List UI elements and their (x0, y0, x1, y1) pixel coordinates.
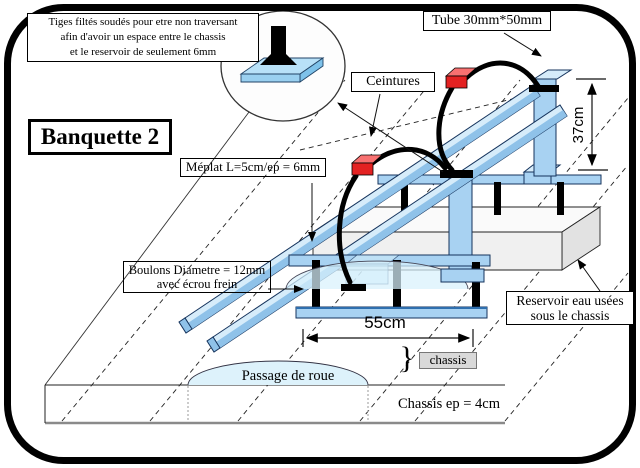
belt-lower-clamp (341, 284, 366, 291)
belt-anchor-left (350, 154, 384, 176)
ceintures-label: Ceintures (351, 72, 435, 92)
tube-label: Tube 30mm*50mm (423, 11, 551, 31)
belt-anchor-right (444, 67, 478, 89)
note-box: Tiges filtés soudés pour etre non traver… (27, 13, 259, 62)
passage-roue-label: Passage de roue (241, 368, 335, 384)
tube-leader (503, 32, 542, 57)
reservoir-leader (577, 259, 601, 292)
post-center-foot (440, 268, 485, 283)
bottom-plate (295, 306, 488, 319)
seatbelt-left (336, 147, 448, 285)
boulons-line-1: Boulons Diametre = 12mm (128, 263, 266, 277)
reservoir-line-1: Reservoir eau usées (516, 293, 624, 308)
chassis-front-face (44, 360, 505, 425)
boulons-line-2: avec écrou frein (156, 277, 238, 291)
seatbelt-right (436, 60, 541, 173)
note-line-2: afin d'avoir un espace entre le chassis (60, 30, 226, 43)
boulons-label: Boulons Diametre = 12mm avec écrou frein (123, 261, 271, 293)
reservoir-label: Reservoir eau usées sous le chassis (506, 291, 634, 326)
weld-plate (239, 57, 325, 83)
dimension-37 (576, 78, 608, 171)
ceintures-leader (368, 93, 381, 137)
note-line-3: et le reservoir de seulement 6mm (69, 45, 217, 58)
note-line-1: Tiges filtés soudés pour etre non traver… (48, 16, 238, 28)
rail-back (178, 84, 541, 334)
page-title: Banquette 2 (28, 119, 172, 155)
chassis-tag: chassis (419, 352, 477, 369)
meplat-label: Méplat L=5cm/ep = 6mm (180, 158, 326, 177)
dimension-55-label: 55cm (364, 313, 406, 332)
chassis-brace: } (399, 340, 415, 375)
front-meplat-assembly (285, 254, 491, 319)
wheel-arch-front (187, 360, 369, 386)
dimension-37-label: 37cm (570, 106, 587, 144)
dimension-55 (302, 329, 474, 347)
reservoir-line-2: sous le chassis (530, 308, 610, 324)
belt-center-clamp (440, 170, 473, 178)
rail-clamp-top (529, 85, 559, 92)
weld-stud-icon (260, 26, 297, 65)
chassis-ep-label: Chassis ep = 4cm (397, 396, 501, 412)
detail-callout-leader (337, 102, 444, 173)
page-border (4, 4, 636, 464)
leader-arrows (268, 32, 601, 293)
